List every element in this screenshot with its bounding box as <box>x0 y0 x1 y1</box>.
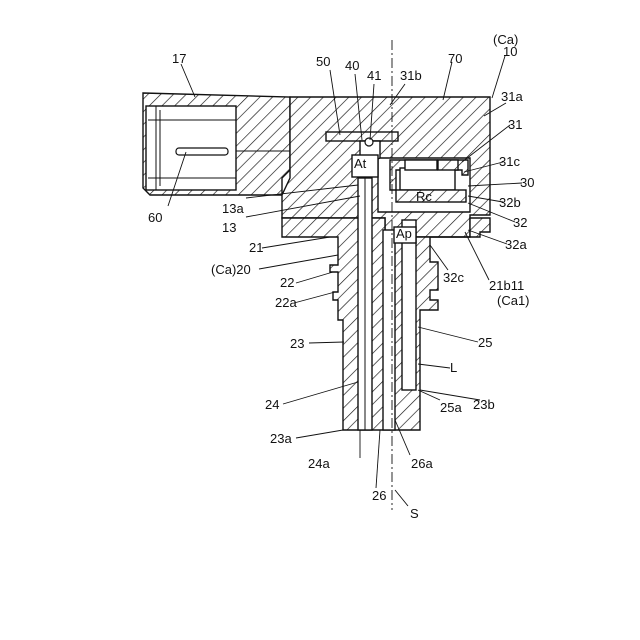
label-41: 41 <box>367 68 381 83</box>
label-70: 70 <box>448 51 462 66</box>
label-23: 23 <box>290 336 304 351</box>
label-l: L <box>450 360 457 375</box>
label-at: At <box>354 156 367 171</box>
label-32c: 32c <box>443 270 464 285</box>
label-25: 25 <box>478 335 492 350</box>
label-31: 31 <box>508 117 522 132</box>
label-13a: 13a <box>222 201 244 216</box>
label-25a: 25a <box>440 400 462 415</box>
label-17: 17 <box>172 51 186 66</box>
label-ca1: (Ca1) <box>497 293 530 308</box>
label-22: 22 <box>280 275 294 290</box>
label-32: 32 <box>513 215 527 230</box>
label-ca20: (Ca)20 <box>211 262 251 277</box>
label-31c: 31c <box>499 154 520 169</box>
label-ap: Ap <box>396 226 412 241</box>
label-26a: 26a <box>411 456 433 471</box>
label-32a: 32a <box>505 237 527 252</box>
port-channel-25 <box>402 220 416 390</box>
label-31a: 31a <box>501 89 523 104</box>
port-channel-24 <box>358 178 372 430</box>
label-24: 24 <box>265 397 279 412</box>
label-21: 21 <box>249 240 263 255</box>
label-30: 30 <box>520 175 534 190</box>
label-23a: 23a <box>270 431 292 446</box>
label-50: 50 <box>316 54 330 69</box>
label-60: 60 <box>148 210 162 225</box>
label-s: S <box>410 506 419 521</box>
connector-housing <box>143 93 290 195</box>
label-24a: 24a <box>308 456 330 471</box>
port-channel-26 <box>383 230 395 430</box>
label-26: 26 <box>372 488 386 503</box>
label-13: 13 <box>222 220 236 235</box>
label-31b: 31b <box>400 68 422 83</box>
label-21b11: 21b11 <box>489 278 524 293</box>
label-32b: 32b <box>499 195 521 210</box>
label-23b: 23b <box>473 397 495 412</box>
label-22a: 22a <box>275 295 297 310</box>
label-40: 40 <box>345 58 359 73</box>
label-10: 10 <box>503 44 517 59</box>
label-rc: Rc <box>416 189 432 204</box>
